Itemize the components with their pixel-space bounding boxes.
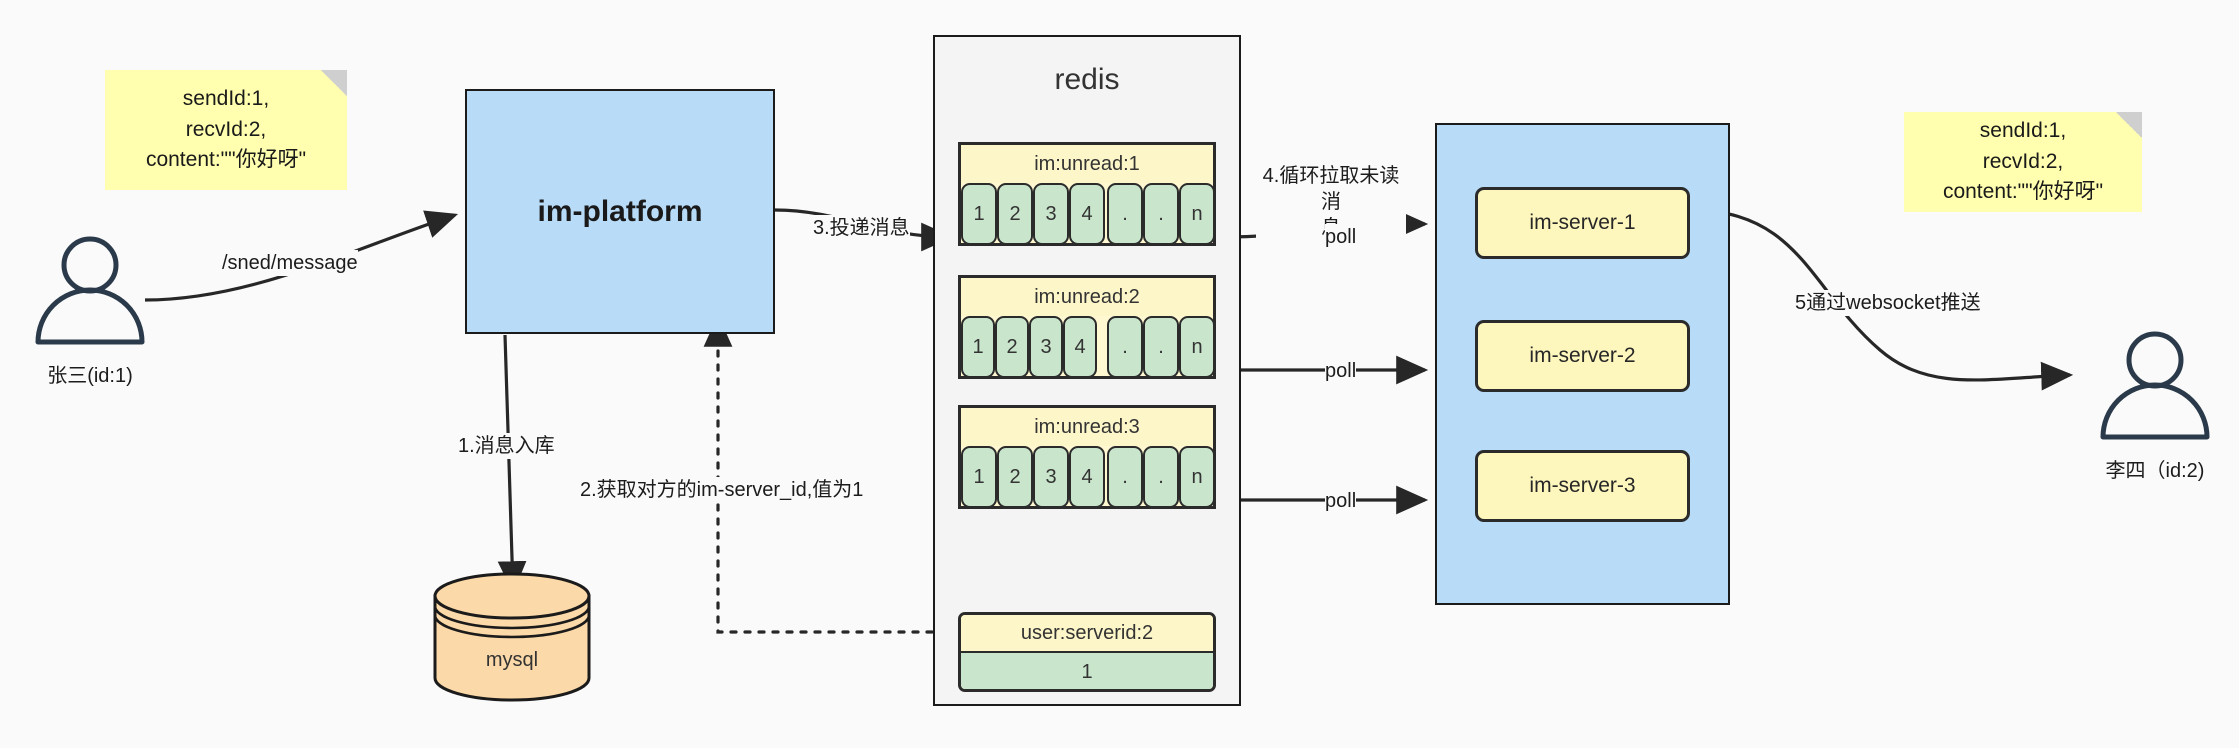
- redis-list-2-cells: 1 2 3 4 . . n: [961, 316, 1215, 378]
- redis-cell[interactable]: 1: [961, 183, 997, 245]
- actor-receiver: 李四（id:2): [2090, 330, 2220, 482]
- node-im-server-1[interactable]: im-server-1: [1475, 187, 1690, 259]
- node-im-server-3[interactable]: im-server-3: [1475, 450, 1690, 522]
- redis-list-2[interactable]: im:unread:2 1 2 3 4 . . n: [958, 275, 1216, 379]
- redis-list-3-cells: 1 2 3 4 . . n: [961, 446, 1215, 508]
- node-im-platform[interactable]: im-platform: [465, 89, 775, 334]
- user-icon: [2100, 331, 2210, 440]
- node-im-platform-label: im-platform: [537, 194, 703, 228]
- redis-cell[interactable]: 3: [1029, 316, 1063, 378]
- redis-cell[interactable]: n: [1179, 183, 1215, 245]
- redis-cell[interactable]: 4: [1063, 316, 1097, 378]
- sticky-note-left: sendId:1, recvId:2, content:""你好呀": [105, 70, 347, 190]
- redis-kv-user-serverid[interactable]: user:serverid:2 1: [958, 612, 1216, 692]
- label-poll-3: poll: [1325, 488, 1357, 514]
- label-step3: 3.投递消息: [813, 215, 910, 241]
- redis-cell[interactable]: n: [1179, 316, 1215, 378]
- node-im-server-1-label: im-server-1: [1529, 211, 1636, 234]
- edge-step1: [497, 334, 527, 594]
- user-icon: [35, 236, 145, 345]
- redis-cell[interactable]: 4: [1069, 446, 1105, 508]
- redis-kv-value: 1: [961, 653, 1213, 689]
- redis-cell[interactable]: 3: [1033, 446, 1069, 508]
- redis-cell[interactable]: .: [1143, 316, 1179, 378]
- node-im-server-2-label: im-server-2: [1529, 344, 1636, 367]
- redis-cell[interactable]: 2: [997, 183, 1033, 245]
- redis-cell[interactable]: .: [1107, 183, 1143, 245]
- actor-sender: 张三(id:1): [25, 235, 155, 387]
- actor-sender-label: 张三(id:1): [47, 365, 133, 387]
- redis-cell[interactable]: n: [1179, 446, 1215, 508]
- node-redis-title: redis: [1054, 63, 1120, 96]
- label-poll-1: poll: [1325, 224, 1357, 250]
- redis-cell[interactable]: 1: [961, 316, 995, 378]
- redis-list-1[interactable]: im:unread:1 1 2 3 4 . . n: [958, 142, 1216, 246]
- label-step1: 1.消息入库: [458, 433, 555, 459]
- node-redis: redis im:unread:1 1 2 3 4 . . n im:unrea…: [933, 35, 1241, 706]
- redis-cell[interactable]: .: [1143, 183, 1179, 245]
- redis-cell[interactable]: 2: [995, 316, 1029, 378]
- redis-cell[interactable]: 3: [1033, 183, 1069, 245]
- label-step2: 2.获取对方的im-server_id,值为1: [580, 477, 864, 503]
- redis-list-1-cells: 1 2 3 4 . . n: [961, 183, 1215, 245]
- sticky-note-right: sendId:1, recvId:2, content:""你好呀": [1904, 112, 2142, 212]
- note-fold-icon: [2116, 112, 2142, 138]
- database-cylinder-icon: mysql: [433, 572, 591, 702]
- node-im-server-2[interactable]: im-server-2: [1475, 320, 1690, 392]
- redis-cell[interactable]: .: [1107, 446, 1143, 508]
- label-step5: 5通过websocket推送: [1795, 290, 1981, 316]
- node-mysql-label: mysql: [486, 649, 538, 671]
- redis-cell[interactable]: 1: [961, 446, 997, 508]
- redis-list-2-key: im:unread:2: [961, 278, 1213, 316]
- node-mysql[interactable]: mysql: [430, 570, 595, 705]
- edge-step2: [703, 314, 962, 634]
- redis-list-1-key: im:unread:1: [961, 145, 1213, 183]
- sticky-note-left-text: sendId:1, recvId:2, content:""你好呀": [145, 87, 307, 172]
- label-send-message: /sned/message: [222, 250, 358, 276]
- label-step4: 4.循环拉取未读消 息: [1256, 163, 1406, 241]
- label-poll-2: poll: [1325, 358, 1357, 384]
- sticky-note-right-text: sendId:1, recvId:2, content:""你好呀": [1942, 119, 2104, 204]
- redis-cell[interactable]: .: [1143, 446, 1179, 508]
- actor-receiver-label: 李四（id:2): [2105, 460, 2205, 482]
- note-fold-icon: [321, 70, 347, 96]
- node-im-server-3-label: im-server-3: [1529, 474, 1636, 497]
- redis-cell[interactable]: 2: [997, 446, 1033, 508]
- redis-cell[interactable]: .: [1107, 316, 1143, 378]
- redis-cell[interactable]: 4: [1069, 183, 1105, 245]
- redis-list-3-key: im:unread:3: [961, 408, 1213, 446]
- redis-list-3[interactable]: im:unread:3 1 2 3 4 . . n: [958, 405, 1216, 509]
- redis-kv-key: user:serverid:2: [961, 615, 1213, 653]
